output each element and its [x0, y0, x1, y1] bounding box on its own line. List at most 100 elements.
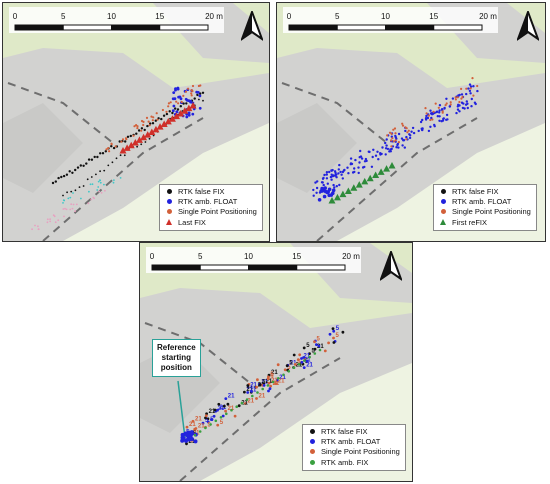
rtk-float-point [442, 117, 445, 120]
rtk-float-point [395, 146, 398, 149]
point-label: 21 [250, 382, 257, 388]
legend-label: RTK false FIX [178, 187, 225, 196]
rtk-amb-fix-point [204, 426, 207, 430]
rtk-float-point [456, 108, 460, 111]
scale-bar-segment [433, 24, 483, 31]
map-point [255, 397, 258, 400]
map-point [210, 418, 213, 421]
dot-marker-icon [309, 429, 315, 434]
scale-bar-tick-label: 5 [61, 12, 66, 21]
dot-marker-icon [440, 199, 446, 205]
map-point [267, 381, 271, 385]
point-label: 5 [336, 326, 340, 332]
dot-marker-icon [309, 459, 315, 465]
rtk-float-point [354, 158, 357, 162]
single-point [100, 191, 103, 194]
legend-label: Last FIX [178, 217, 206, 227]
single-point [444, 104, 447, 107]
rtk-float-point [371, 155, 374, 159]
rtk-false-fix-point [123, 154, 126, 157]
rtk-float-point [455, 111, 458, 115]
single-point [391, 137, 394, 140]
single-point [120, 140, 123, 143]
single-point [432, 110, 435, 113]
single-point [72, 192, 74, 194]
map-point [217, 402, 221, 406]
dot-marker-icon [440, 209, 446, 215]
rtk-false-fix-point [144, 141, 147, 143]
map-point [313, 347, 317, 351]
map-point [285, 364, 289, 368]
single-point [121, 138, 125, 141]
map-point [298, 353, 302, 357]
rtk-float-point [322, 183, 325, 187]
single-point [472, 94, 475, 97]
single-point [449, 101, 452, 104]
map-point [317, 344, 321, 348]
first-refix-marker [355, 181, 363, 188]
rtk-float-point [466, 106, 469, 110]
rtk-float-point [176, 86, 180, 90]
rtk-float-point [467, 87, 470, 90]
first-refix-marker [339, 190, 347, 198]
map-point [221, 414, 225, 418]
rtk-float-point [331, 191, 335, 195]
single-point [392, 128, 395, 131]
scale-bar-tick-label: 20 m [342, 252, 360, 261]
rtk-false-fix-point [111, 161, 114, 164]
point-label: 5 [220, 420, 224, 426]
rtk-false-fix-point [71, 171, 74, 174]
rtk-false-fix-point [151, 122, 155, 125]
rtk-float-point [323, 173, 326, 177]
single-point [177, 102, 180, 105]
rtk-float-point [323, 189, 328, 194]
rtk-float-point [335, 176, 338, 179]
map-point [332, 341, 336, 344]
rtk-float-point [335, 173, 338, 176]
single-point [465, 87, 468, 90]
scale-bar-tick-label: 0 [286, 12, 292, 21]
rtk-false-fix-point [182, 102, 185, 105]
single-point [401, 122, 404, 125]
triangle-marker-icon [166, 218, 172, 225]
rtk-float-point [469, 92, 472, 95]
rtk-amb-fix-point [235, 405, 238, 408]
rtk-false-fix-point [103, 169, 106, 172]
point-label: 21 [220, 405, 227, 411]
legend-label: RTK false FIX [321, 427, 368, 436]
single-point [108, 150, 111, 153]
point-label: 21 [241, 401, 248, 407]
legend-label: First reFIX [452, 217, 487, 227]
single-point [460, 87, 463, 90]
single-point [105, 148, 108, 151]
single-point [469, 87, 472, 90]
map-point [224, 409, 227, 413]
map-point [206, 420, 210, 424]
map-point [193, 427, 197, 431]
single-point [90, 198, 93, 201]
rtk-false-fix-point [118, 140, 121, 143]
point-label: 5 [297, 359, 301, 365]
rtk-float-point [417, 129, 420, 133]
rtk-float-point [433, 125, 436, 128]
rtk-amb-fix-point [282, 373, 285, 377]
rtk-false-fix-point [174, 107, 177, 110]
rtk-amb-fix-point [318, 348, 322, 352]
point-label: 21 [250, 388, 257, 394]
map-point [293, 363, 297, 366]
rtk-amb-fix-point [292, 366, 296, 369]
single-point [37, 225, 39, 228]
single-point [88, 190, 90, 193]
point-label: 5 [262, 380, 266, 386]
rtk-float-point [333, 186, 336, 189]
scale-bar-segment [248, 264, 298, 271]
north-arrow-icon [239, 9, 265, 46]
rtk-false-fix-point [99, 152, 102, 155]
rtk-float-point [400, 137, 404, 140]
scale-bar-tick-label: 0 [12, 12, 18, 21]
rtk-float-point [376, 150, 379, 153]
rtk-float-point [427, 129, 431, 133]
single-point [449, 103, 452, 106]
rtk-float-point [465, 92, 468, 96]
